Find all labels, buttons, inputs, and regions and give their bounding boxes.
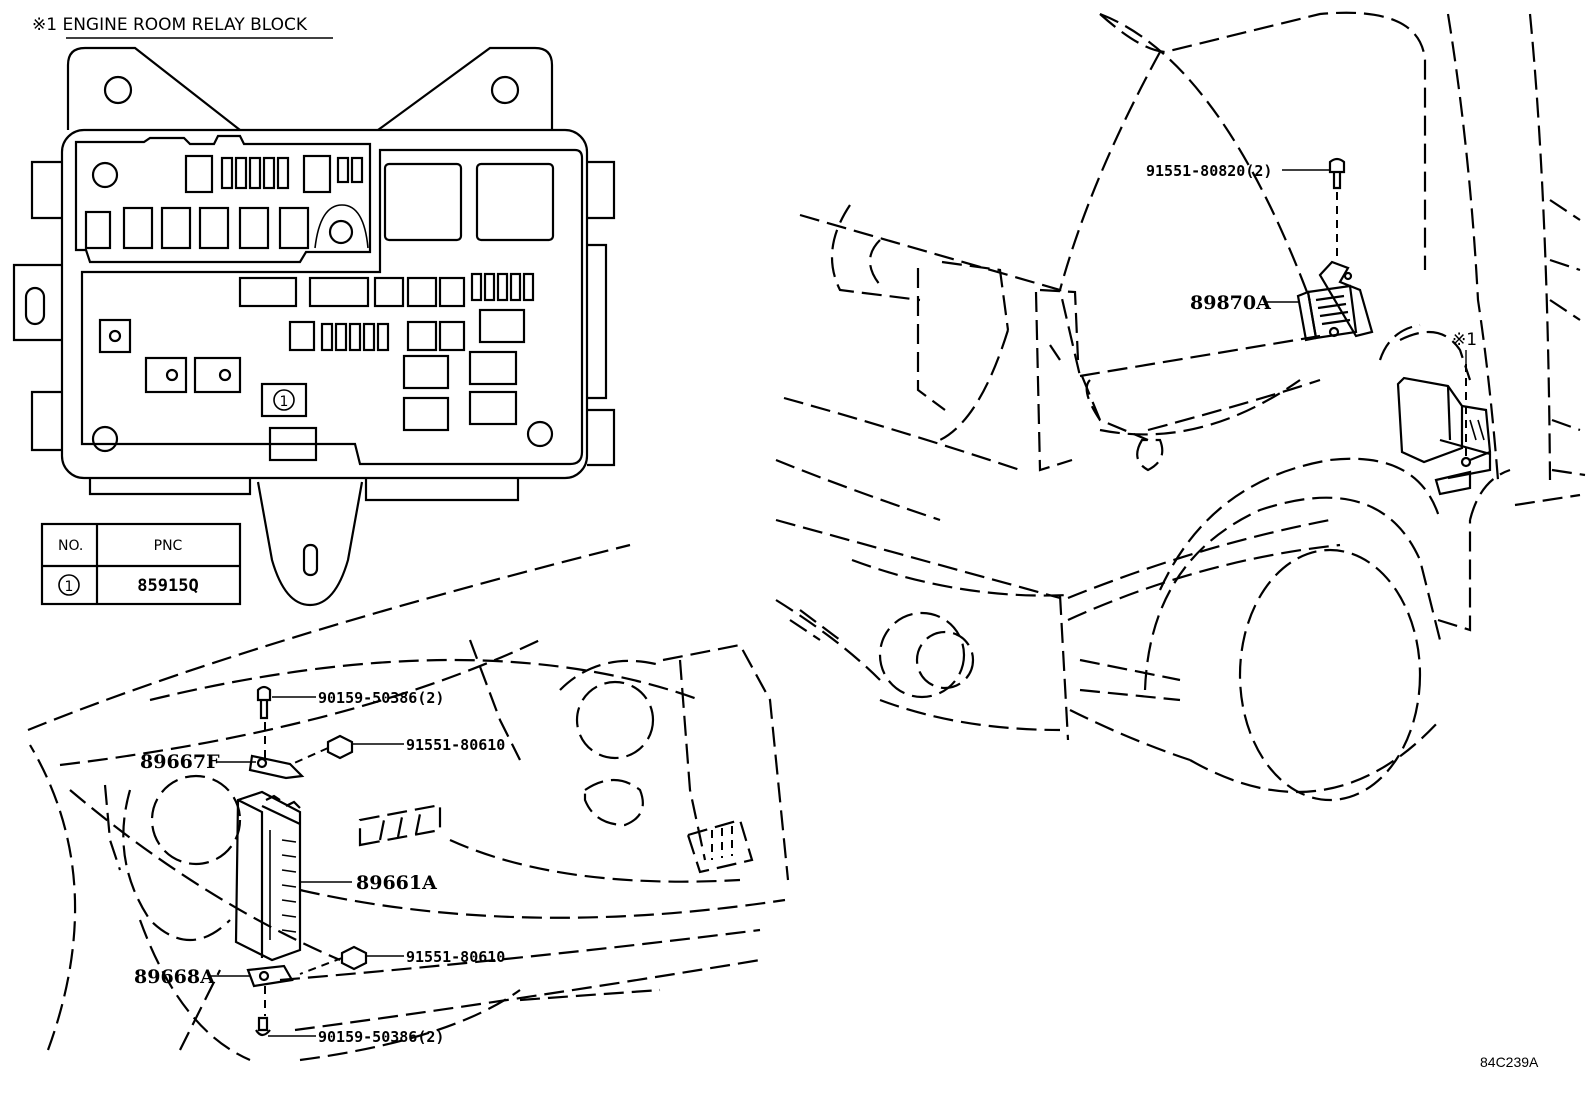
pnc-table: NO. PNC 1 85915Q [40, 522, 242, 606]
diagram-title: ※1 ENGINE ROOM RELAY BLOCK [32, 15, 308, 35]
front-engine-bay-view [27, 543, 790, 1062]
relay-callout: 1 [273, 389, 295, 411]
table-header-no: NO. [58, 538, 83, 554]
part-label-91551-80610-lower: 91551-80610 [406, 948, 505, 966]
part-label-91551-80820: 91551-80820(2) [1146, 162, 1272, 180]
part-label-89668A: 89668A [134, 966, 215, 988]
table-header-pnc: PNC [154, 538, 183, 554]
table-row-no: 1 [65, 579, 74, 595]
relay-block-on-vehicle [1396, 364, 1492, 496]
illustration-id: 84C239A [1480, 1054, 1539, 1070]
left-control-module-assembly [234, 685, 368, 1037]
right-control-module-assembly [1296, 157, 1374, 342]
part-label-89661A: 89661A [356, 872, 437, 894]
relay-callout-number: 1 [280, 394, 289, 410]
table-row-pnc: 85915Q [137, 576, 198, 596]
part-label-89870A: 89870A [1190, 292, 1271, 314]
vehicle-front-side-view [775, 11, 1586, 802]
part-label-91551-80610-upper: 91551-80610 [406, 736, 505, 754]
reference-mark: ※1 [1452, 330, 1477, 350]
part-label-90159-50386-upper: 90159-50386(2) [318, 689, 444, 707]
engine-room-relay-block [12, 46, 616, 607]
part-label-90159-50386-lower: 90159-50386(2) [318, 1028, 444, 1046]
part-label-89667F: 89667F [140, 751, 220, 773]
